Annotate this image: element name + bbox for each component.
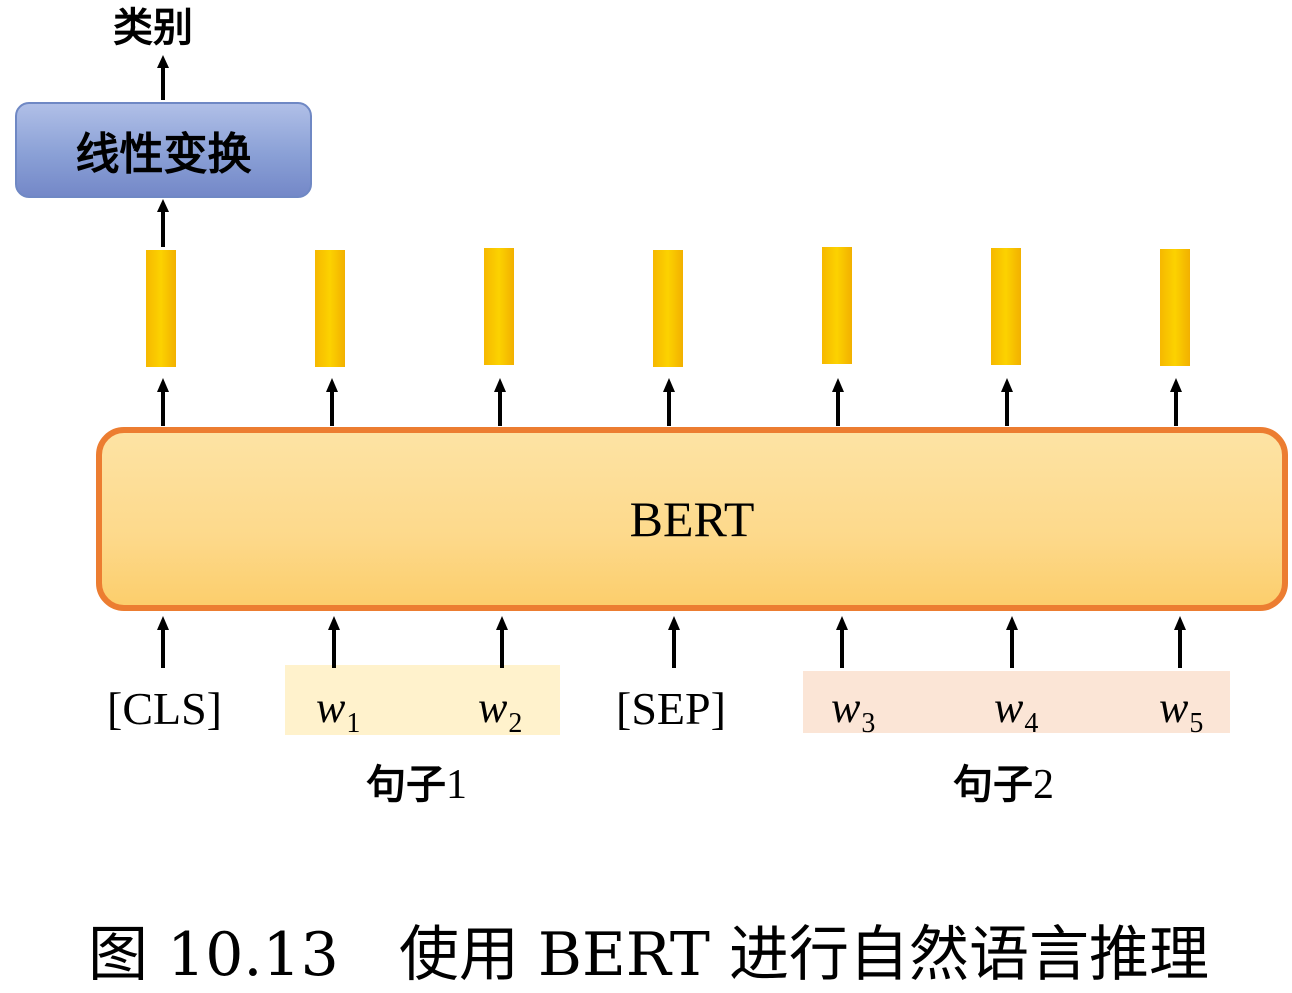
linear-layer-label: 线性变换 [75,129,252,180]
output-label: 类别 [113,4,193,51]
figure-caption: 图 10.13 使用 BERT 进行自然语言推理 [88,920,1210,990]
token-w2: w2 [478,683,523,739]
token-w3: w3 [831,683,876,739]
token-sep: [SEP] [616,683,726,734]
sentence2-highlight [803,671,1230,733]
token-w1: w1 [316,683,361,739]
output-vector-w4 [991,248,1021,365]
token-w5: w5 [1159,683,1204,739]
arrows-tokens-to-bert [157,616,1186,668]
sentence1-highlight [285,665,560,735]
output-vector-sep [653,250,683,367]
output-vector-w3 [822,247,852,364]
token-w4: w4 [994,683,1039,739]
arrows-bert-to-vectors [157,378,1182,426]
linear-layer-box: 线性变换 [15,102,312,198]
bert-encoder-box: BERT [96,427,1288,611]
arrow-linear-to-label [157,55,169,100]
output-vector-cls [146,250,176,367]
output-vector-w2 [484,248,514,365]
sentence1-label: 句子1 [366,761,467,808]
sentence2-label: 句子2 [953,761,1054,808]
output-vector-w5 [1160,249,1190,366]
bert-label: BERT [629,491,755,547]
output-vector-w1 [315,250,345,367]
token-cls: [CLS] [107,683,222,734]
arrow-vector-to-linear [157,199,169,247]
